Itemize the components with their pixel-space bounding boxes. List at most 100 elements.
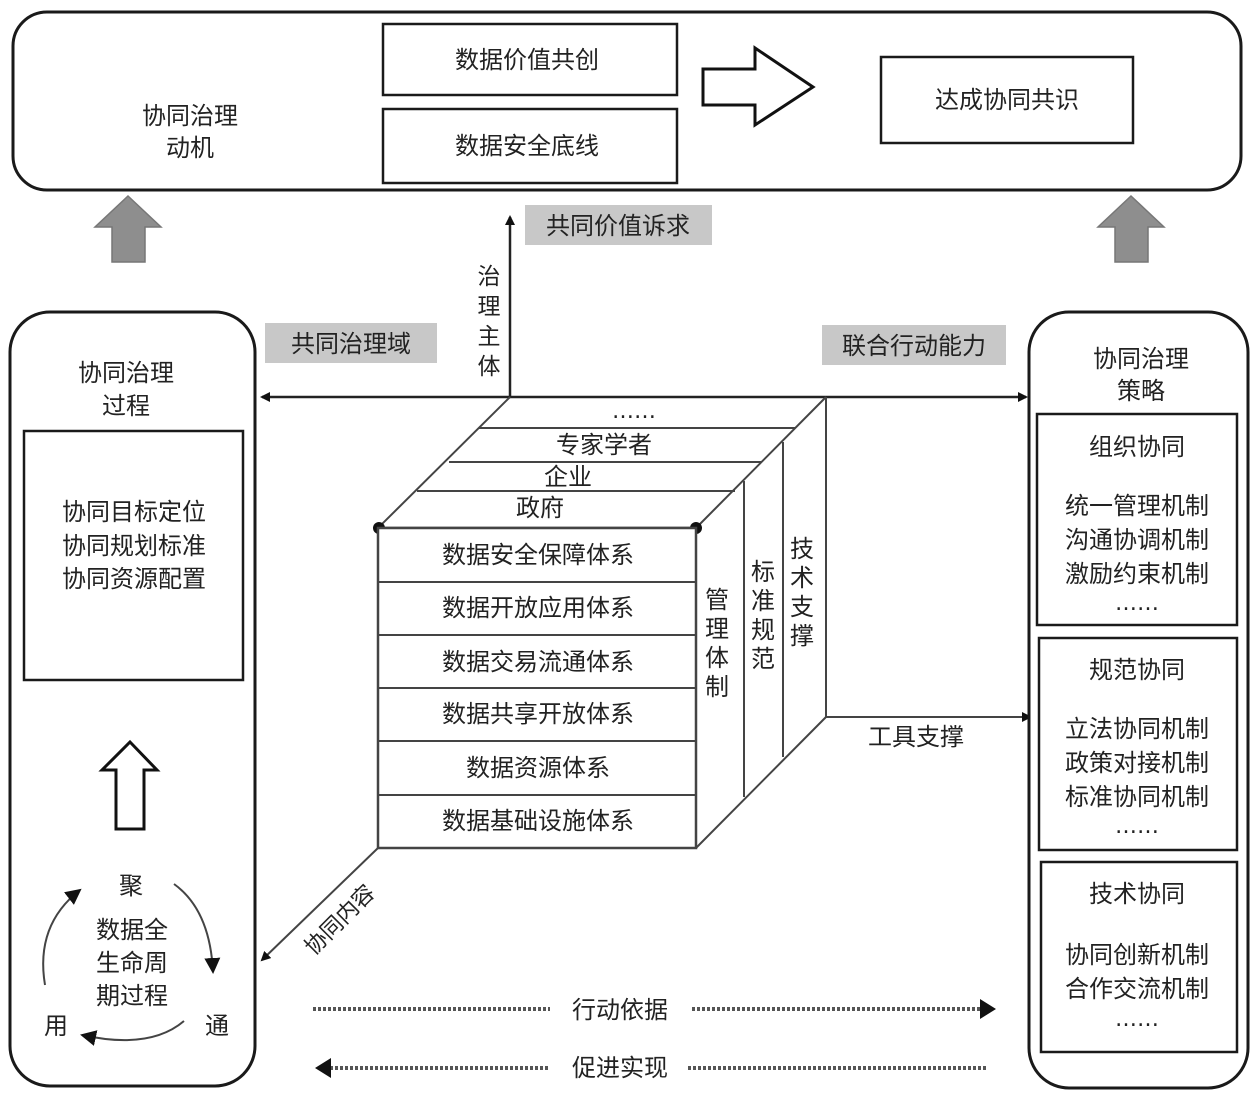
diagonal-axis-label: 协同内容 [300,880,380,960]
cycle-arrow-bottom [80,1020,185,1046]
top-layer-label: 企业 [544,463,592,491]
strategy-group-box [1035,412,1239,627]
axis-text-char: 主 [478,324,501,350]
cycle-center-line: 数据全 [96,916,168,944]
vertical-axis-label: 共同价值诉求 [546,212,690,240]
cycle-arrow-left [42,888,82,986]
strategy-item: …… [1115,814,1159,839]
outcome-box [879,55,1135,145]
cycle-arrow-top-right [173,883,221,974]
motivation-title-line2: 动机 [166,134,214,162]
side-wall-char: 管 [705,586,729,614]
cycle-right-label: 通 [205,1012,229,1040]
left-axis-label: 共同治理域 [291,330,411,358]
strategy-item: 政策对接机制 [1065,749,1209,777]
backward-flow-label: 促进实现 [572,1054,668,1082]
side-wall-char: 体 [705,644,729,672]
strategy-group-box [1037,636,1239,852]
side-wall-standards: 标 准 规 范 [751,558,775,673]
governance-cube: …… 专家学者 企业 政府 数据安全保障体系 数据开放应用体系 数据交易流通体系… [373,395,827,850]
strategy-group-norms: 规范协同 立法协同机制 政策对接机制 标准协同机制 …… [1037,636,1239,852]
side-wall-char: 技 [790,535,814,563]
front-layer-label: 数据开放应用体系 [442,594,634,622]
process-item: 协同目标定位 [62,498,206,526]
strategy-title-line2: 策略 [1117,377,1165,405]
outcome-text: 达成协同共识 [935,86,1079,114]
side-wall-char: 范 [751,645,775,673]
process-title-line1: 协同治理 [78,359,174,387]
hollow-right-arrow-icon [701,45,816,128]
axis-text-char: 理 [478,294,501,320]
right-axis-label-bg [822,325,1006,365]
strategy-panel: 协同治理 策略 组织协同 统一管理机制 沟通协调机制 激励约束机制 …… 规范协… [1027,310,1250,1090]
backward-arrowhead-icon [315,1058,331,1078]
driver-value-text: 数据价值共创 [455,46,599,74]
process-title-line2: 过程 [102,392,150,420]
diagonal-axis-arrow [260,847,379,962]
strategy-group-box [1039,860,1239,1054]
driver-security-text: 数据安全底线 [455,132,599,160]
strategy-item: 标准协同机制 [1065,783,1209,811]
strategy-group-technology: 技术协同 协同创新机制 合作交流机制 …… [1039,860,1239,1054]
side-wall-char: 术 [790,564,814,592]
right-axis-label: 联合行动能力 [842,332,986,360]
hollow-up-arrow-icon [98,739,161,831]
cycle-left-label: 用 [44,1012,68,1040]
strategy-item: 合作交流机制 [1065,975,1209,1003]
front-layer-label: 数据安全保障体系 [442,541,634,569]
top-layer-label: 政府 [516,494,564,522]
strategy-title-line1: 协同治理 [1093,345,1189,373]
cube-top-left-edge [377,396,511,529]
top-layer-label: 专家学者 [556,431,652,459]
driver-box-value [381,22,679,97]
process-item: 协同资源配置 [62,565,206,593]
side-wall-char: 标 [751,558,775,586]
strategy-item: …… [1115,591,1159,616]
vertical-axis-label-bg [525,205,712,245]
forward-arrowhead-icon [980,999,996,1019]
side-wall-char: 准 [751,587,775,615]
strategy-item: 协同创新机制 [1065,941,1209,969]
forward-flow-label: 行动依据 [572,996,668,1024]
strategy-group-title: 技术协同 [1089,880,1185,908]
strategy-item: 激励约束机制 [1065,560,1209,588]
left-axis-label-bg [265,323,437,363]
axis-text-char: 体 [478,354,501,380]
strategy-item: 统一管理机制 [1065,492,1209,520]
side-wall-technology: 技 术 支 撑 [790,535,814,650]
strategy-item: …… [1115,1007,1159,1032]
side-wall-char: 撑 [790,622,814,650]
motivation-panel: 协同治理 动机 数据价值共创 数据安全底线 达成协同共识 [11,10,1243,192]
cube-bottom-right-edge [695,716,827,849]
strategy-group-title: 规范协同 [1089,656,1185,684]
process-items-box [22,429,245,682]
gray-up-arrow-left-icon [93,194,163,263]
side-wall-management: 管 理 体 制 [705,586,729,701]
cycle-center-line: 生命周 [96,949,168,977]
process-panel: 协同治理 过程 协同目标定位 协同规划标准 协同资源配置 聚 通 用 数据全 生… [8,310,257,1088]
axis-text-char: 治 [478,264,501,290]
side-wall-char: 支 [790,593,814,621]
cycle-top-label: 聚 [119,872,143,900]
strategy-group-organization: 组织协同 统一管理机制 沟通协调机制 激励约束机制 …… [1035,412,1239,627]
side-wall-char: 制 [705,673,729,701]
gray-up-arrow-right-icon [1096,194,1166,263]
driver-box-security [381,107,679,185]
top-layer-label: …… [612,399,656,424]
strategy-item: 沟通协调机制 [1065,526,1209,554]
tool-support-label: 工具支撑 [868,723,964,751]
process-item: 协同规划标准 [62,532,206,560]
lifecycle-cycle: 聚 通 用 数据全 生命周 期过程 [42,872,229,1046]
flows: 行动依据 促进实现 [313,996,996,1082]
strategy-group-title: 组织协同 [1089,433,1185,461]
side-wall-char: 规 [751,616,775,644]
front-layer-label: 数据基础设施体系 [442,807,634,835]
side-wall-char: 理 [705,615,729,643]
front-layer-label: 数据交易流通体系 [442,648,634,676]
front-layer-label: 数据资源体系 [466,754,610,782]
front-layer-label: 数据共享开放体系 [442,700,634,728]
motivation-title-line1: 协同治理 [142,102,238,130]
cycle-center-line: 期过程 [96,982,168,1010]
strategy-item: 立法协同机制 [1065,715,1209,743]
